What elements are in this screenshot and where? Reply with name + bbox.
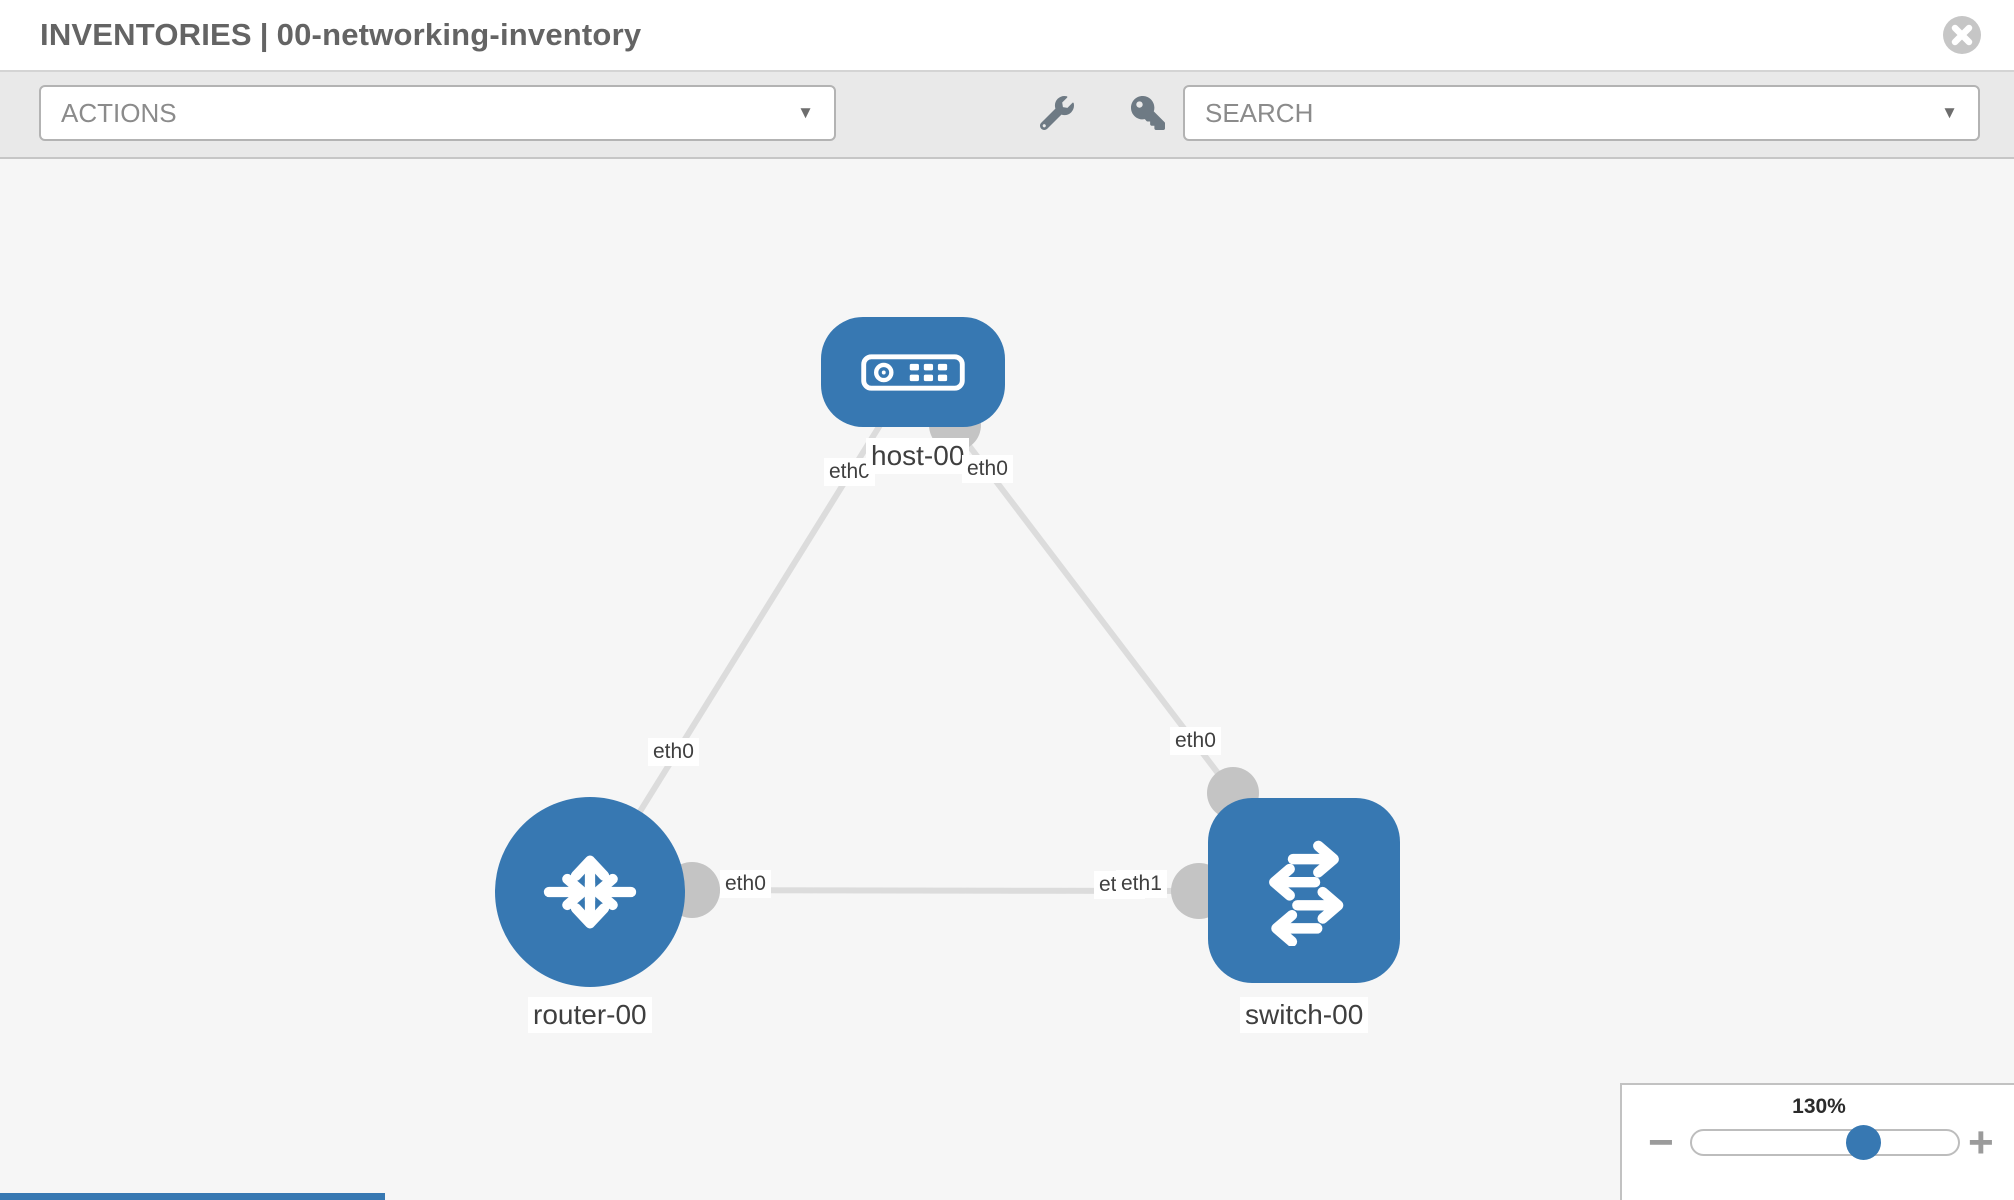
- page-title: INVENTORIES|00-networking-inventory: [40, 17, 649, 53]
- zoom-level-value: 130%: [1792, 1095, 1846, 1118]
- search-dropdown-label: SEARCH: [1205, 97, 1314, 128]
- node-label-switch-00: switch-00: [1240, 997, 1369, 1034]
- chevron-down-icon: ▼: [1941, 103, 1958, 122]
- zoom-out-button[interactable]: −: [1648, 1118, 1674, 1167]
- page-header: INVENTORIES|00-networking-inventory: [0, 0, 2014, 72]
- search-dropdown[interactable]: SEARCH ▼: [1183, 85, 1980, 141]
- node-label-host-00: host-00: [866, 438, 970, 475]
- node-switch-00[interactable]: [1208, 798, 1400, 983]
- node-host-00[interactable]: [821, 317, 1005, 427]
- switch-arrows-icon: [1269, 840, 1344, 946]
- close-button[interactable]: [1942, 15, 1982, 55]
- interface-label-router-eth0-top: eth0: [648, 738, 699, 767]
- inventory-name: 00-networking-inventory: [276, 17, 642, 52]
- interface-label-switch-eth0: eth0: [1170, 727, 1221, 756]
- chevron-down-icon: ▼: [797, 103, 814, 122]
- interface-label-router-eth0: eth0: [720, 870, 771, 899]
- node-router-00[interactable]: [495, 797, 685, 987]
- breadcrumb-section: INVENTORIES: [40, 17, 252, 52]
- server-icon: [861, 353, 965, 391]
- wrench-icon[interactable]: [1039, 96, 1074, 131]
- zoom-slider-thumb[interactable]: [1846, 1125, 1881, 1160]
- interface-label-host-eth0-right: eth0: [962, 455, 1013, 484]
- toolbar-icon-group: [1039, 85, 1165, 141]
- node-label-router-00: router-00: [528, 997, 652, 1034]
- toolbar: ACTIONS ▼ SEARCH ▼: [0, 72, 2014, 159]
- actions-dropdown[interactable]: ACTIONS ▼: [39, 85, 836, 141]
- bottom-accent-bar: [0, 1193, 385, 1200]
- zoom-control-panel: 130% − +: [1620, 1083, 2014, 1200]
- route-arrows-icon: [543, 855, 637, 929]
- zoom-in-button[interactable]: +: [1968, 1118, 1994, 1167]
- interface-label-switch-eth1: eth1: [1116, 870, 1167, 899]
- key-icon[interactable]: [1131, 96, 1165, 130]
- topology-links-layer: [587, 370, 1259, 919]
- close-icon: [1943, 16, 1981, 54]
- zoom-slider-track[interactable]: [1690, 1129, 1960, 1156]
- actions-dropdown-label: ACTIONS: [61, 97, 177, 128]
- topology-canvas[interactable]: eth0 host-00 eth0 eth0 eth0 eth0 eth0 et…: [0, 159, 2014, 1200]
- breadcrumb-separator: |: [259, 17, 269, 52]
